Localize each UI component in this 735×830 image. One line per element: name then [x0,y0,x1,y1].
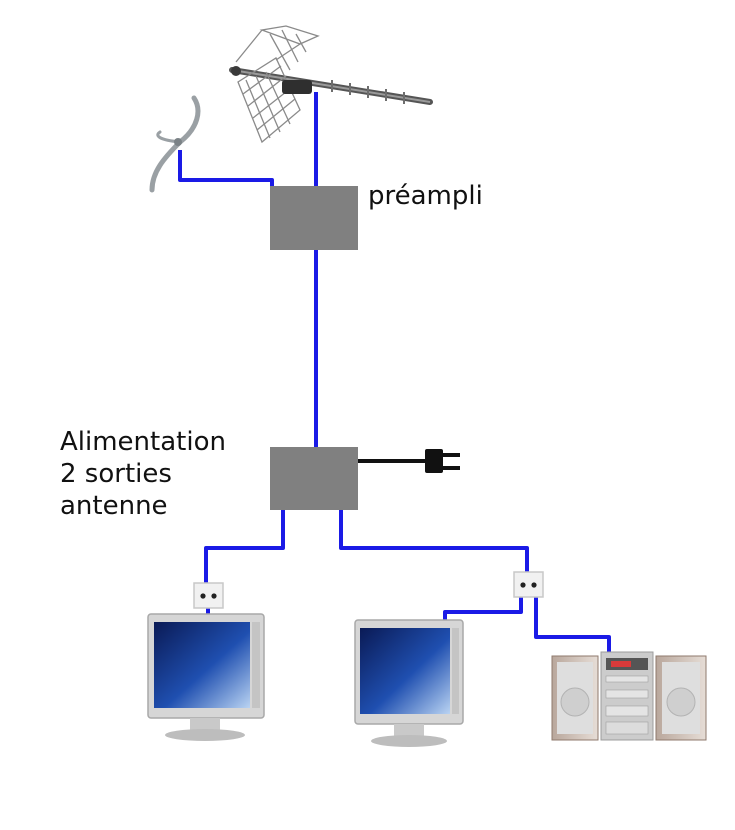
coax-cables [178,92,611,652]
wall-socket-left-icon [193,582,224,609]
tv-left-icon [147,613,265,741]
power-plug-icon [425,449,460,473]
power-cord [358,449,460,473]
preampli-label: préampli [368,181,483,211]
cable-fm-to-preampli [178,150,274,188]
power-supply-label-line-2: 2 sorties [60,459,172,489]
cable-right-socket-to-hifi [534,597,611,652]
tv-right-icon [354,619,464,747]
power-supply-box [270,447,358,510]
wall-socket-right-icon [513,571,544,598]
fm-antenna-icon [149,95,201,193]
cable-right-socket-to-tv [443,597,523,624]
uhf-antenna-icon [229,25,433,144]
power-supply-label: Alimentation 2 sorties antenne [60,426,226,522]
power-supply-label-line-1: Alimentation [60,427,226,457]
cable-alim-to-right-socket [339,510,529,572]
hifi-system-icon [551,651,707,741]
preamplifier-box [270,186,358,250]
cable-alim-to-left-socket [204,510,285,585]
power-supply-label-line-3: antenne [60,491,168,521]
